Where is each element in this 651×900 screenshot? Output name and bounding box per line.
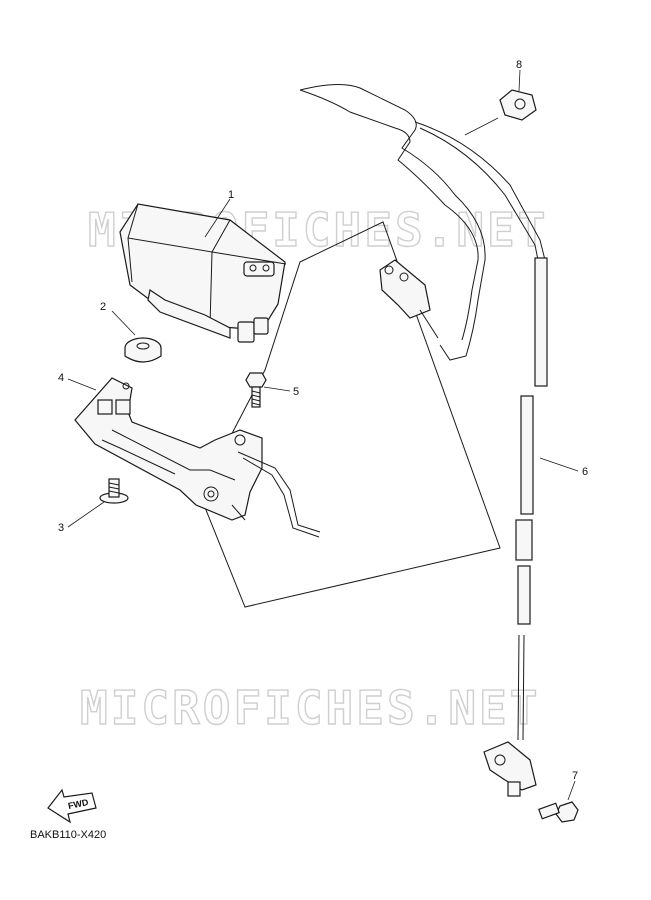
callout-3: 3	[58, 522, 64, 534]
leader-3	[67, 501, 105, 528]
callout-2: 2	[100, 301, 106, 313]
screw-3[interactable]	[99, 478, 129, 504]
clamp-8[interactable]	[499, 89, 537, 121]
wire-connector[interactable]	[379, 259, 439, 339]
meter-assembly[interactable]	[119, 203, 287, 343]
grommet[interactable]	[124, 337, 162, 363]
leader-8	[518, 69, 521, 92]
bolt-5[interactable]	[245, 372, 267, 408]
bolt-7[interactable]	[538, 801, 579, 823]
callout-1: 1	[228, 189, 234, 201]
callout-8: 8	[516, 59, 522, 71]
watermark-bottom: MICROFICHES.NET	[80, 681, 540, 735]
diagram-code: BAKB110-X420	[30, 829, 107, 841]
leader-2	[111, 310, 136, 336]
callout-4: 4	[58, 372, 64, 384]
callout-7: 7	[572, 770, 578, 782]
speed-sensor-lead[interactable]	[299, 84, 548, 741]
leader-4	[67, 378, 97, 391]
callout-6: 6	[582, 466, 588, 478]
leader-8b	[464, 117, 499, 136]
detail-boundary	[199, 221, 501, 608]
fwd-arrow-icon: FWD	[47, 788, 97, 824]
bracket-stay-inner	[242, 457, 320, 538]
leader-7	[567, 780, 576, 801]
fwd-label: FWD	[67, 797, 90, 811]
meter-bracket[interactable]	[74, 377, 263, 521]
leader-5	[263, 386, 291, 392]
speed-sensor[interactable]	[483, 741, 537, 797]
leader-1	[204, 198, 231, 238]
callout-5: 5	[293, 386, 299, 398]
leader-6	[539, 457, 579, 472]
bracket-stay	[237, 451, 321, 533]
